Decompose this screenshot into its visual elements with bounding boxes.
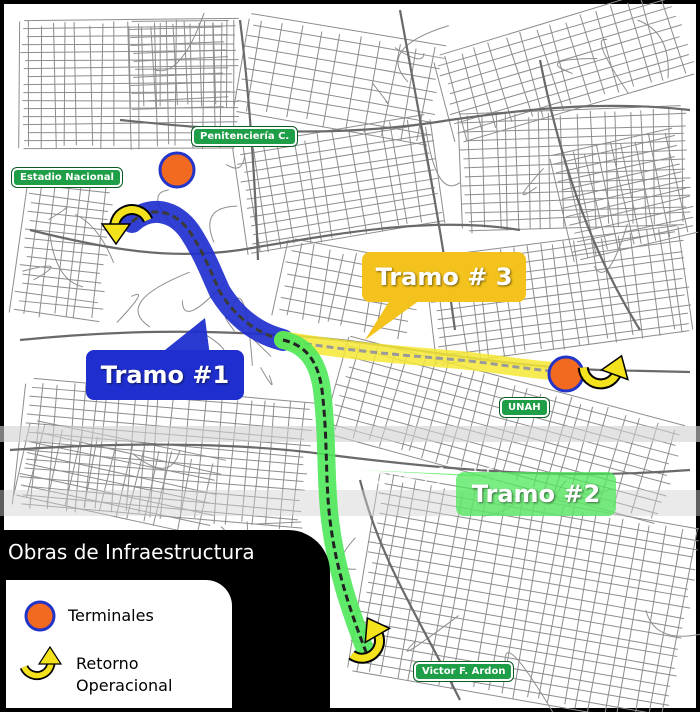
terminal-penitenciaria <box>158 151 196 189</box>
legend-box: Terminales Retorno Operacional <box>6 580 232 708</box>
label-victor-f-ardon: Victor F. Ardon <box>414 662 514 681</box>
return-arrow-icon <box>348 616 392 664</box>
callout-tramo-1: Tramo #1 <box>86 350 244 400</box>
return-arrow-icon <box>100 204 154 246</box>
callout-tramo-3: Tramo # 3 <box>362 252 526 302</box>
terminal-legend-icon <box>24 600 56 632</box>
legend-title: Obras de Infraestructura <box>8 540 255 564</box>
legend-symbols <box>19 600 63 681</box>
legend-terminales: Terminales <box>68 606 154 625</box>
terminal-unah <box>547 355 585 393</box>
return-legend-icon <box>19 645 63 681</box>
label-estadio-nacional: Estadio Nacional <box>12 168 122 187</box>
callout-tramo-2: Tramo #2 <box>456 472 616 516</box>
label-penitenciaria: Penitenciería C. <box>192 127 298 146</box>
return-arrow-icon <box>577 354 629 390</box>
legend-operacional: Operacional <box>76 676 173 695</box>
map-legend: Obras de Infraestructura Terminales Reto… <box>0 530 330 712</box>
label-unah: UNAH <box>500 398 549 417</box>
legend-retorno: Retorno <box>76 654 139 673</box>
